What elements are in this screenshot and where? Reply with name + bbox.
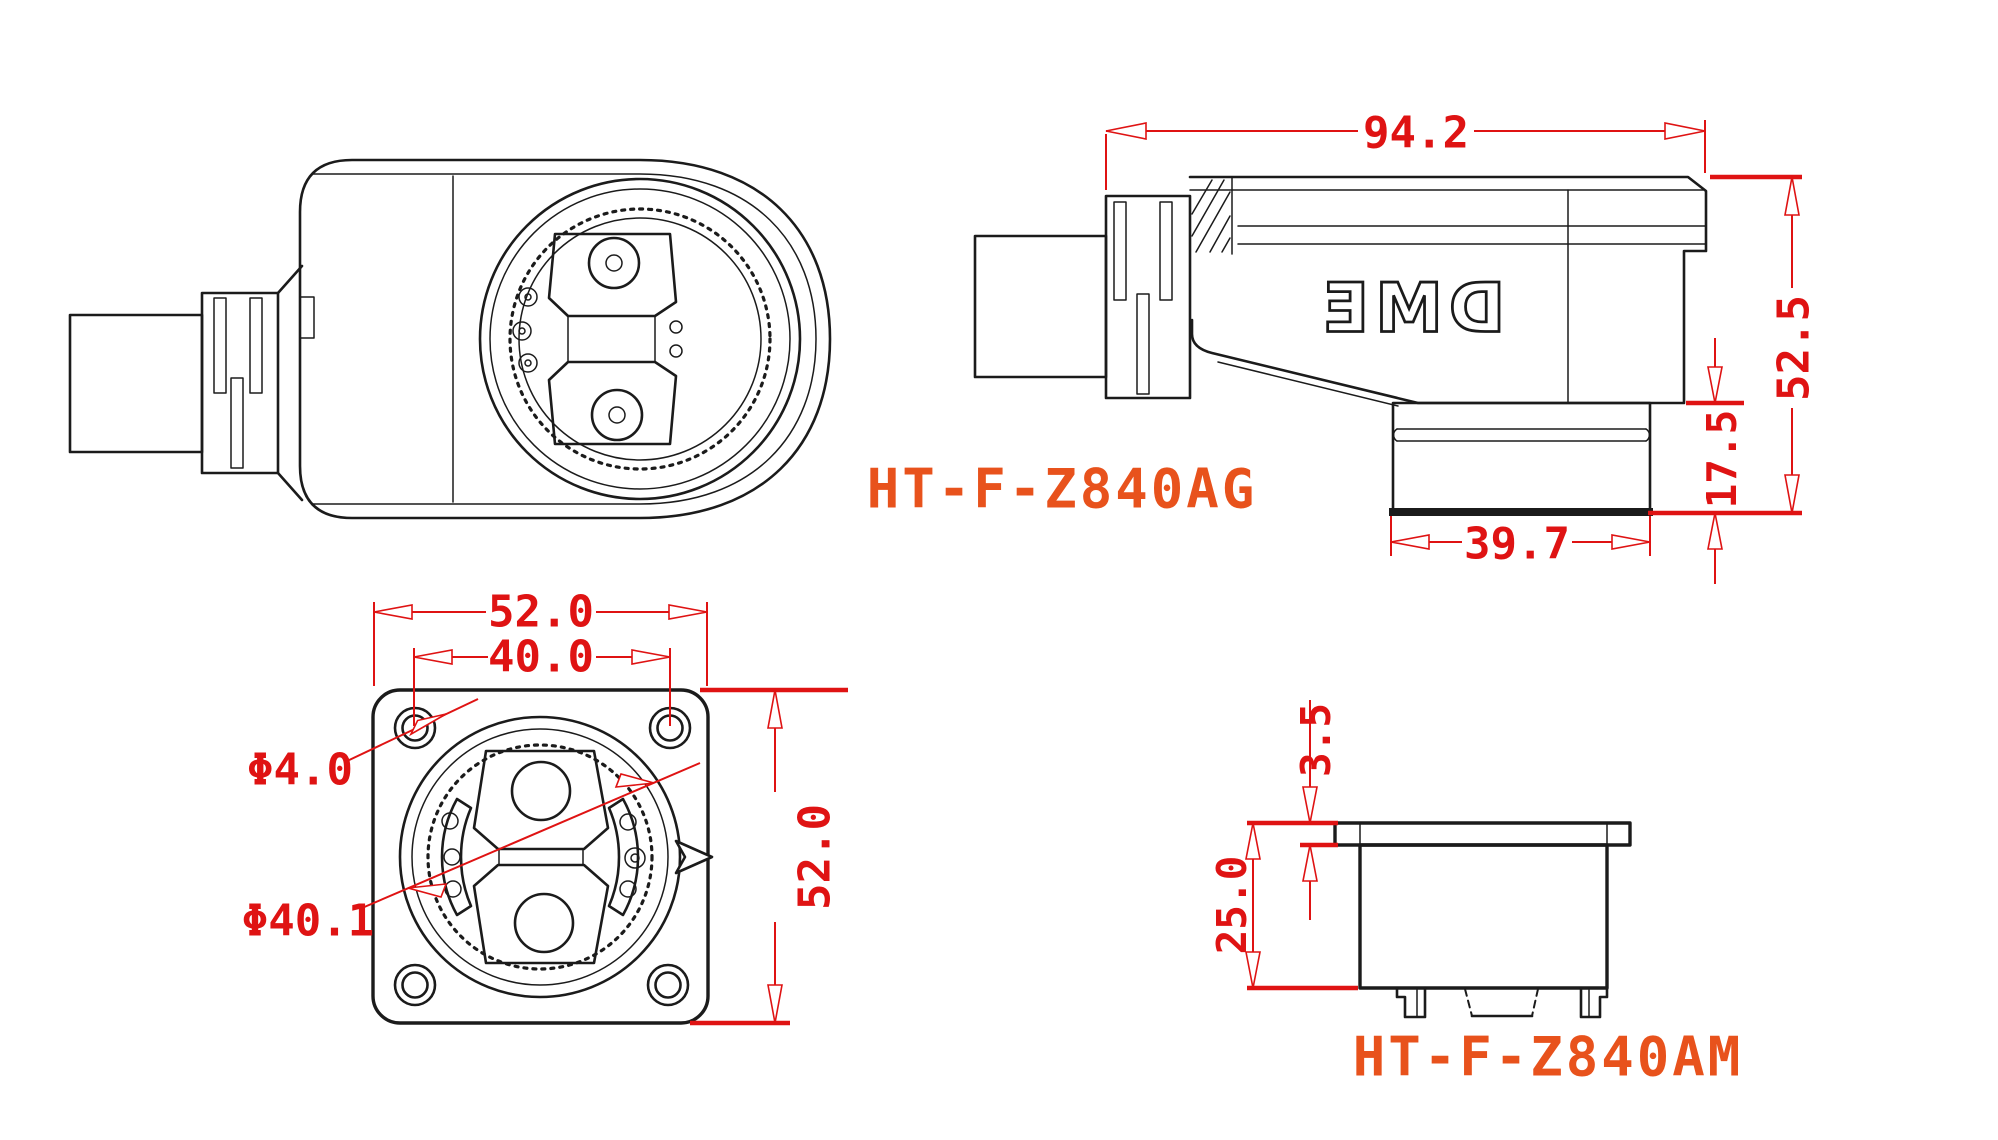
dim-mount-hole-dia: Φ4.0 bbox=[247, 745, 353, 796]
dim-insert-depth: 25.0 bbox=[1208, 856, 1256, 955]
receptacle-body bbox=[1358, 843, 1609, 990]
dimension-flange-height: 52.0 bbox=[690, 687, 848, 1026]
polarization-arrow-icon bbox=[674, 839, 714, 875]
dim-socket-width: 39.7 bbox=[1464, 519, 1570, 570]
dim-overall-height: 52.5 bbox=[1769, 295, 1820, 401]
signal-pins bbox=[512, 287, 683, 373]
power-contact-bottom bbox=[547, 360, 678, 446]
plug-body: DME bbox=[1188, 175, 1708, 407]
signal-zone-left bbox=[440, 797, 473, 917]
dimension-insert-depth: 25.0 bbox=[1208, 822, 1358, 991]
dimension-overall-length: 94.2 bbox=[1105, 108, 1706, 190]
plug-face bbox=[478, 177, 802, 501]
view-face: 52.0 40.0 Φ4.0 Φ40.1 52.0 bbox=[242, 587, 848, 1026]
dim-flange-height: 52.0 bbox=[790, 804, 841, 910]
view-plug-side bbox=[68, 158, 832, 520]
rear-tabs bbox=[1395, 986, 1609, 1019]
dimension-flange-width: 52.0 bbox=[373, 587, 708, 686]
mounting-hole-bottom-left bbox=[393, 963, 437, 1007]
mating-socket bbox=[1389, 401, 1653, 516]
dimension-overall-height: 52.5 bbox=[1648, 174, 1820, 516]
dimension-flange-thickness: 3.5 bbox=[1247, 700, 1340, 920]
panel-flange bbox=[1333, 821, 1632, 847]
view-plug-profile: DME 94.2 52.5 bbox=[867, 108, 1820, 584]
mounting-hole-bottom-right bbox=[646, 963, 690, 1007]
brand-logo: DME bbox=[1317, 270, 1506, 349]
connector-face bbox=[398, 715, 714, 999]
signal-zone-right bbox=[607, 797, 646, 917]
cable bbox=[973, 234, 1108, 379]
dimension-hole-pitch: 40.0 bbox=[413, 632, 671, 726]
model-label-ag: HT-F-Z840AG bbox=[867, 458, 1258, 521]
dim-socket-height: 17.5 bbox=[1698, 410, 1746, 509]
plug-body bbox=[298, 158, 832, 520]
dimension-socket-width: 39.7 bbox=[1390, 516, 1651, 570]
hatch bbox=[1191, 179, 1231, 253]
callout-mount-hole-dia: Φ4.0 bbox=[247, 698, 479, 796]
callout-face-dia: Φ40.1 bbox=[242, 762, 701, 947]
strain-relief bbox=[1104, 194, 1192, 400]
dim-flange-thickness: 3.5 bbox=[1292, 703, 1340, 777]
power-contact-top bbox=[472, 749, 610, 851]
dim-face-dia: Φ40.1 bbox=[242, 896, 374, 947]
dim-flange-width: 52.0 bbox=[488, 587, 594, 638]
dimension-socket-height: 17.5 bbox=[1686, 338, 1746, 584]
dim-overall-length: 94.2 bbox=[1363, 108, 1469, 159]
model-label-am: HT-F-Z840AM bbox=[1353, 1026, 1744, 1089]
strain-relief bbox=[200, 264, 304, 502]
dim-hole-pitch: 40.0 bbox=[488, 632, 594, 683]
cable bbox=[68, 313, 204, 454]
view-receptacle-profile: 3.5 25.0 HT-F-Z840AM bbox=[1208, 700, 1744, 1089]
power-contact-bottom bbox=[472, 863, 610, 965]
power-contact-top bbox=[547, 232, 678, 318]
mounting-flange bbox=[371, 688, 710, 1025]
